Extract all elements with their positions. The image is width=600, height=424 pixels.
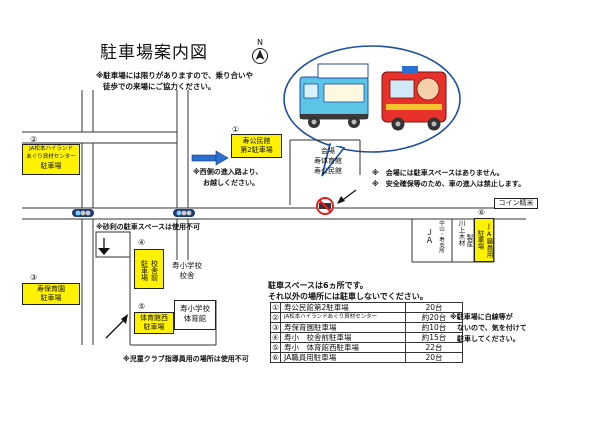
parking-table-name: 寿公民館第2駐車場 xyxy=(280,302,406,313)
parking-table-num: ① xyxy=(270,302,281,313)
parking-table-name: JA職員用駐車場 xyxy=(280,352,406,363)
parking-table-count: 22台 xyxy=(405,342,463,353)
note-lines-2: ないので、気を付けて xyxy=(457,324,527,332)
lot-6-name: JA職員用 xyxy=(485,222,493,258)
parking-table-count: 約10台 xyxy=(405,322,463,333)
lot-5-sub: 駐車場 xyxy=(143,323,165,331)
gym-label: 寿小学校 体育館 xyxy=(174,300,216,330)
venue-line-2: 寿体育館 xyxy=(314,157,342,165)
vehicles-bubble xyxy=(283,45,461,177)
note-west-entry-1: ※西側の進入路より、 xyxy=(193,168,263,176)
parking-table-num: ⑤ xyxy=(270,342,281,353)
parking-table-name: JA松本ハイランドあぐり資材センター xyxy=(280,312,406,323)
lot-1-number: ① xyxy=(232,125,240,134)
lot-3-name: 寿保育園 xyxy=(37,285,65,293)
parking-table-name: 寿小 体育館西駐車場 xyxy=(280,342,406,353)
no-entry-icon xyxy=(316,197,334,215)
gym-name: 寿小学校 xyxy=(180,304,210,313)
lot-2-tag: 駐車場 xyxy=(40,162,62,170)
gym-sub: 体育館 xyxy=(183,314,207,323)
lot-1-sub: 第2駐車場 xyxy=(240,146,273,154)
lot-6-sub: 駐車場 xyxy=(476,230,484,250)
traffic-signal-icon xyxy=(72,209,94,217)
lot-2-sub: あぐり資材センター xyxy=(26,153,76,160)
lot-4-label: 駐車場 校舎前 xyxy=(134,249,164,289)
lot-2-name: JA松本ハイランド xyxy=(29,146,73,152)
lot-4-name: 校舎前 xyxy=(150,259,159,281)
venue-label: 会場 寿体育館 寿公民館 xyxy=(298,146,358,176)
ja-branch-label: 中山・寿支所 xyxy=(438,220,444,253)
direction-arrow-icon xyxy=(98,238,128,339)
note-club: ※児童クラブ指導員用の場所は使用不可 xyxy=(123,355,249,363)
parking-table-count: 20台 xyxy=(405,302,463,313)
fire-truck-icon xyxy=(381,66,447,131)
pointer-arrow-icon xyxy=(337,189,357,204)
venue-line-3: 寿公民館 xyxy=(314,167,342,175)
note-spaces-1: 駐車スペースは6ヵ所です。 xyxy=(268,281,368,290)
lot-1-label: 寿公民館 第2駐車場 xyxy=(231,134,282,158)
school-name: 寿小学校 xyxy=(172,261,202,270)
traffic-signal-icon xyxy=(173,209,195,217)
lot-5-name: 体育館西 xyxy=(140,314,168,322)
lot-5-number: ⑤ xyxy=(138,302,146,311)
lot-3-number: ③ xyxy=(30,273,38,282)
note-top-2: 徒歩での来場にご協力ください。 xyxy=(103,82,216,91)
venue-line-1: 会場 xyxy=(321,147,335,155)
lot-1-name: 寿公民館 xyxy=(242,137,271,145)
school-label: 寿小学校 校舎 xyxy=(172,261,202,281)
lot-4-number: ④ xyxy=(138,238,146,247)
lumber-sub-label: 製産 xyxy=(465,234,473,247)
note-lines-3: 駐車してください。 xyxy=(457,335,520,343)
lot-3-label: 寿保育園 駐車場 xyxy=(22,283,80,305)
note-venue-1: ※ 会場には駐車スペースはありません。 xyxy=(372,169,504,177)
note-west-entry-2: お越しください。 xyxy=(203,179,259,187)
north-arrow-icon: N xyxy=(250,38,270,68)
lumber-label: 川上木材 xyxy=(457,220,465,246)
coin-rice-label: コイン精米 xyxy=(494,198,538,209)
parking-table-num: ② xyxy=(270,312,281,323)
lot-6-label: 駐車場 JA職員用 xyxy=(474,218,494,262)
lot-2-label: JA松本ハイランド あぐり資材センター 駐車場 xyxy=(22,144,80,175)
route-arrow-icon xyxy=(191,150,229,166)
school-sub: 校舎 xyxy=(179,271,195,280)
parking-table-num: ⑥ xyxy=(270,352,281,363)
lot-6-number: ⑥ xyxy=(478,208,486,217)
note-top-1: ※駐車場には限りがありますので、乗り合いや xyxy=(96,71,253,80)
note-gravel: ※砂利の駐車スペースは使用不可 xyxy=(96,223,200,231)
ja-label: ＪＡ xyxy=(425,228,434,244)
page-title: 駐車場案内図 xyxy=(100,43,208,63)
lot-4-sub: 駐車場 xyxy=(140,259,149,281)
note-lines-1: ※駐車場に白線等が xyxy=(450,313,513,321)
parking-table-num: ③ xyxy=(270,322,281,333)
lot-2-number: ② xyxy=(30,135,38,144)
parking-table-name: 寿保育園駐車場 xyxy=(280,322,406,333)
north-label: N xyxy=(257,38,263,47)
parking-table-count: 約15台 xyxy=(405,332,463,343)
lot-5-label: 体育館西 駐車場 xyxy=(134,312,174,334)
food-truck-icon xyxy=(299,63,369,128)
parking-table-num: ④ xyxy=(270,332,281,343)
lot-3-sub: 駐車場 xyxy=(40,294,62,302)
parking-table-name: 寿小 校舎前駐車場 xyxy=(280,332,406,343)
note-venue-2: ※ 安全確保等のため、車の進入は禁止します。 xyxy=(372,180,526,188)
note-spaces-2: それ以外の場所には駐車しないでください。 xyxy=(268,292,428,301)
parking-table-count: 20台 xyxy=(405,352,463,363)
